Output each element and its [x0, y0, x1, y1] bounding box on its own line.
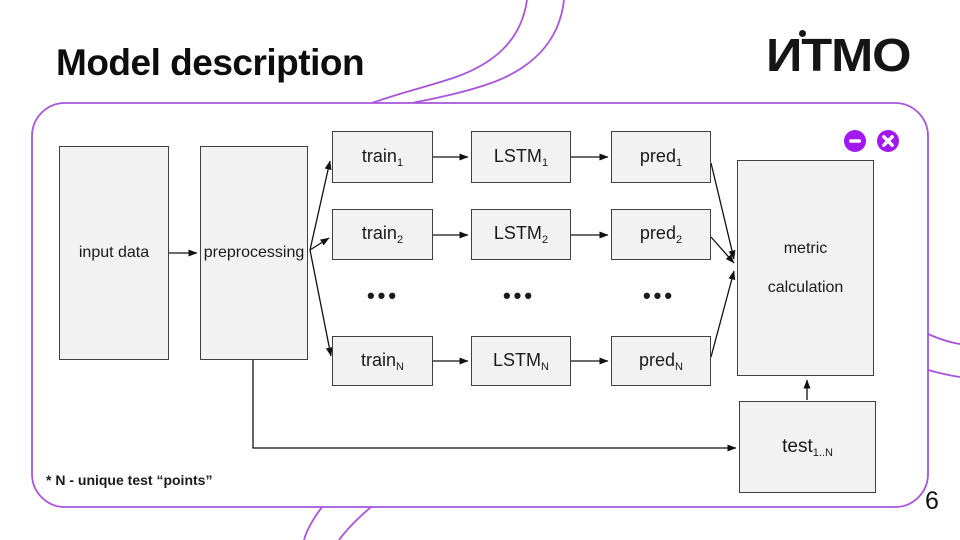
footnote: * N - unique test “points”: [46, 472, 213, 488]
node-pred-2-label: pred2: [639, 223, 683, 246]
ellipsis-pred: •••: [642, 283, 676, 308]
node-lstm-1: LSTM1: [471, 131, 571, 183]
node-lstm-n-label: LSTMN: [493, 349, 549, 373]
node-train-1-label: train1: [361, 145, 404, 169]
minus-circle-icon[interactable]: [844, 130, 866, 152]
node-input-data-label: input data: [78, 244, 150, 261]
node-lstm-2-label: LSTM2: [493, 223, 549, 246]
node-train-n-label: trainN: [361, 349, 404, 373]
node-pred-2: pred2: [611, 209, 711, 260]
node-test: test1..N: [739, 401, 876, 493]
node-train-n: trainN: [332, 336, 433, 386]
page-number: 6: [925, 487, 939, 515]
diagram-border: [31, 102, 929, 508]
itmo-logo: ИТМО: [766, 30, 946, 80]
node-lstm-2: LSTM2: [471, 209, 571, 260]
node-train-2-label: train2: [361, 223, 404, 246]
node-metric-calculation: metric calculation: [737, 160, 874, 376]
itmo-logo-dot-icon: [799, 30, 806, 37]
node-preprocessing-label: preprocessing: [203, 244, 305, 261]
metric-line1: metric: [783, 239, 828, 257]
ellipsis-lstm: •••: [502, 283, 536, 308]
node-preprocessing: preprocessing: [200, 146, 308, 360]
node-train-1: train1: [332, 131, 433, 183]
decorative-curves: [31, 0, 960, 540]
node-pred-n-label: predN: [639, 349, 683, 373]
metric-line2: calculation: [767, 278, 844, 296]
node-pred-n: predN: [611, 336, 711, 386]
node-pred-1: pred1: [611, 131, 711, 183]
itmo-logo-text: ИТМО: [766, 29, 911, 81]
ellipsis-train: •••: [366, 283, 400, 308]
node-lstm-n: LSTMN: [471, 336, 571, 386]
connector-arrows: [169, 153, 811, 452]
node-input-data: input data: [59, 146, 169, 360]
page-title: Model description: [56, 42, 365, 83]
node-lstm-1-label: LSTM1: [493, 145, 549, 169]
close-circle-icon[interactable]: [877, 130, 899, 152]
node-pred-1-label: pred1: [639, 145, 683, 169]
node-train-2: train2: [332, 209, 433, 260]
node-test-label: test1..N: [782, 435, 833, 459]
